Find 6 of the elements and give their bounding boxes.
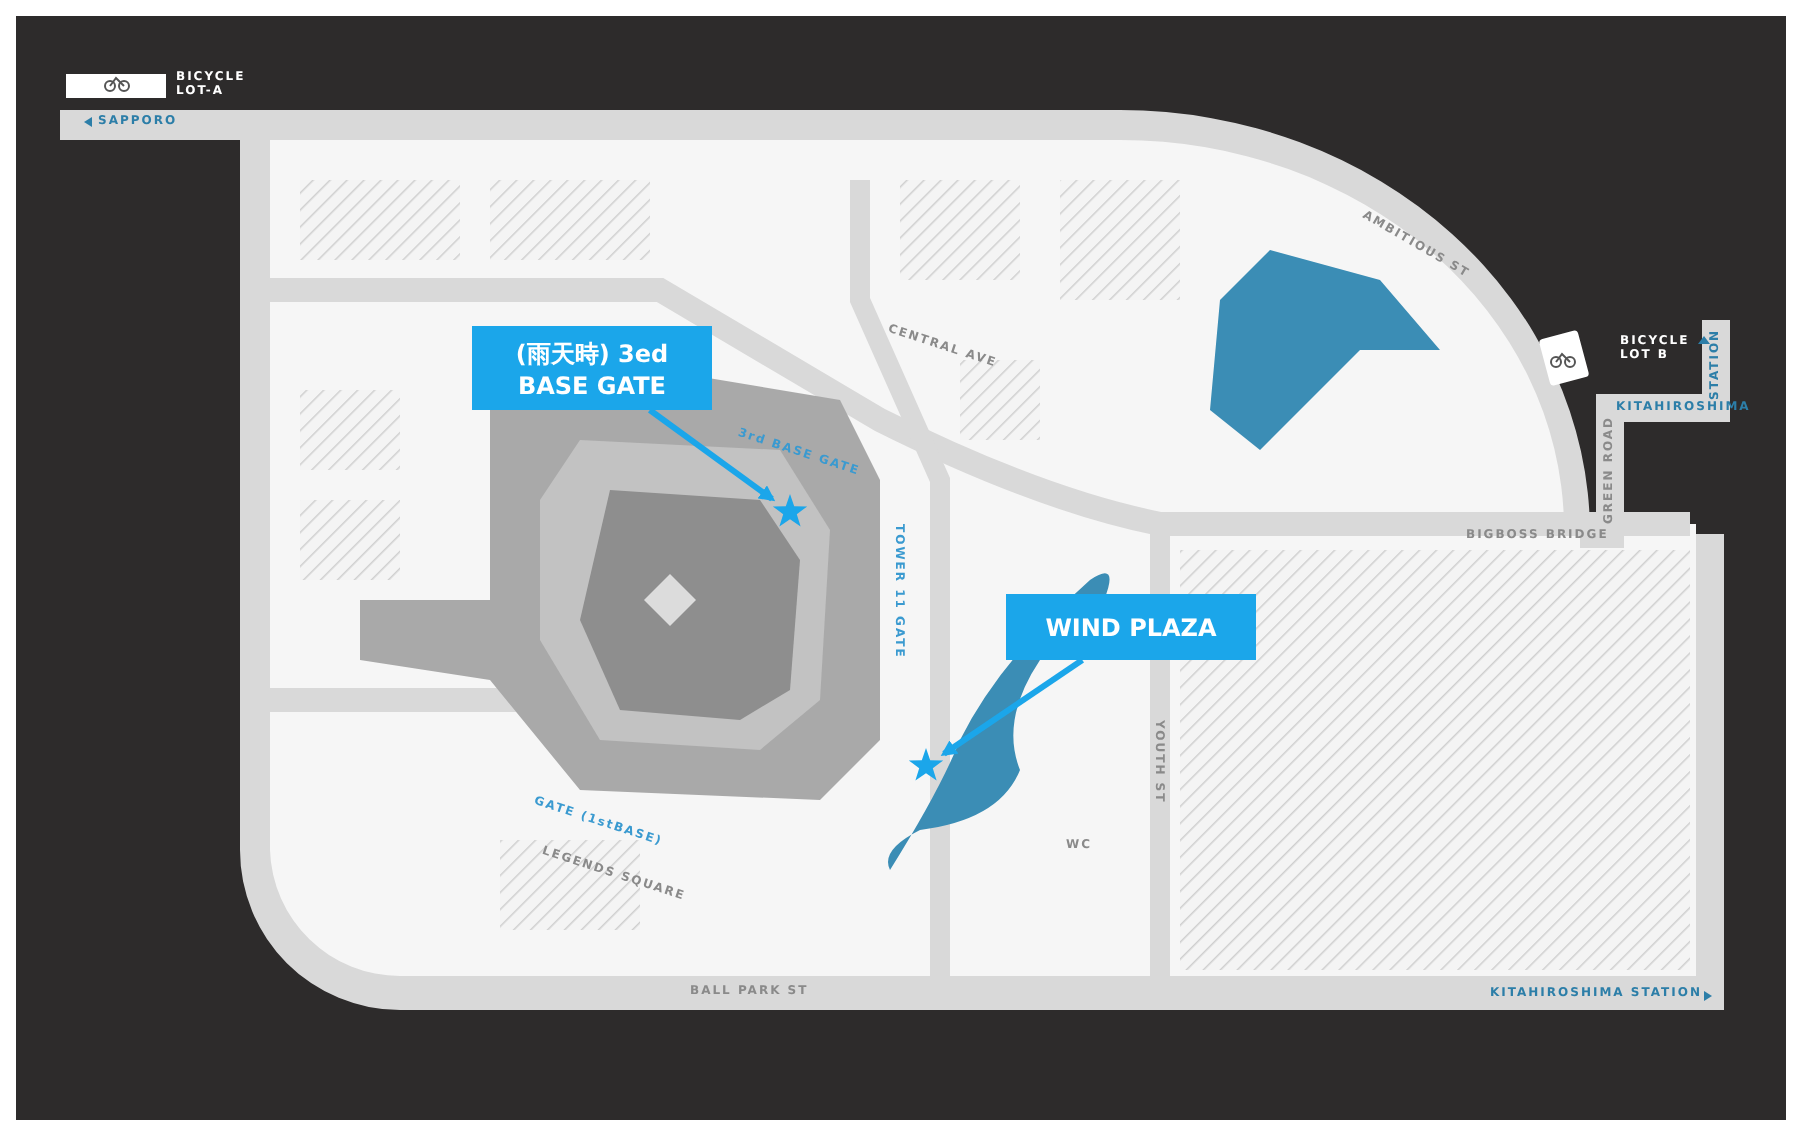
callout-pointer <box>648 407 776 502</box>
callout-box: (雨天時) 3ed BASE GATE <box>472 326 712 410</box>
star-marker <box>908 748 944 784</box>
callout-pointer <box>940 657 1084 757</box>
star-marker <box>772 494 808 530</box>
callout-box: WIND PLAZA <box>1006 594 1256 660</box>
